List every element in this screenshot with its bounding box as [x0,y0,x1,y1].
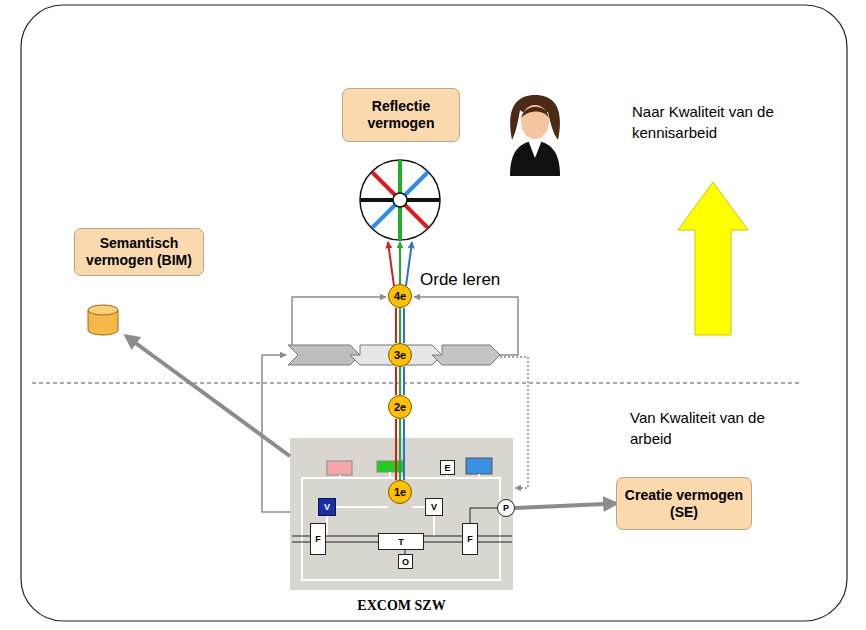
box-caption: EXCOM SZW [270,598,533,614]
excom-wiring-part [470,508,497,509]
feedback-lines-part [414,297,518,355]
connector [396,419,404,480]
order-circle: 4e [388,284,412,308]
node-label: Creatie vermogen (SE) [617,487,751,521]
excom-wiring-part [470,508,471,523]
node-label: T [398,537,404,547]
element-box: E [440,460,455,475]
element-box: O [398,554,413,569]
excom-wiring-part [478,474,480,478]
connector [126,336,290,456]
capability-box: Semantisch vermogen (BIM) [74,228,204,336]
node-label: 4e [394,290,406,302]
node-label: Semantisch vermogen (BIM) [75,235,203,269]
connector-line [403,419,405,480]
excom-wiring-part [433,516,435,536]
connector-line [403,367,405,395]
connector-line [399,419,401,480]
reflection-wheel-part [393,193,407,207]
divider-line [32,383,800,384]
excom-wiring-part [336,506,388,508]
connector-line [395,308,397,343]
node-label: 2e [394,401,406,413]
wheel-arrows [388,242,412,286]
cylinder-top [88,305,118,315]
excom-wiring-part [302,478,500,580]
connector [515,504,616,509]
quality-arrow [678,182,748,335]
excom-panel [290,438,513,590]
connector-line [395,367,397,395]
annotation-label: Orde leren [420,270,530,290]
annotation-label: Van Kwaliteit van de arbeid [630,407,790,449]
process-chevrons-part [288,345,360,365]
element-box: T [378,533,424,550]
element-box: F [310,523,326,555]
connector [396,308,404,343]
capability-box: Creatie vermogen (SE) [616,477,752,530]
outer-frame [21,5,847,621]
excom-wiring [292,458,512,580]
excom-wiring-part [446,475,448,478]
excom-wiring-part [339,475,341,478]
node-label: F [467,534,473,544]
wheel-arrows-part [399,242,401,285]
excom-box: EXCOM SZWE1eVVFTFPO [290,438,513,590]
node-label: V [431,502,437,512]
wheel-arrows-part [406,242,412,286]
excom-wiring-part [326,516,328,536]
excom-wiring-part [412,506,425,508]
feedback-lines-part [292,297,386,345]
node-label: 3e [394,349,406,361]
element-box: F [462,523,478,555]
connector [396,367,404,395]
excom-wiring-part [327,461,352,475]
connector-line [403,308,405,343]
connector-line [126,336,290,456]
person-icon-part [510,95,560,140]
node-label: Reflectie vermogen [343,98,459,132]
port-circle: P [497,499,515,517]
person-icon-part [521,107,549,118]
annotation-label: Naar Kwaliteit van de kennisarbeid [632,101,807,143]
excom-wiring-part [466,458,492,474]
person-icon-part [510,140,560,176]
element-box: V [318,498,336,516]
excom-wiring-part [389,472,391,478]
capability-box: Reflectie vermogen [342,88,460,142]
element-box: V [425,498,443,516]
person-icon-part [528,140,542,158]
order-circle: 1e [388,480,412,504]
connector-line [399,367,401,395]
database-cylinder [87,304,119,337]
node-label: V [324,502,330,512]
node-label: E [444,463,450,473]
node-label: P [503,503,509,513]
reflection-wheel-part [360,160,440,240]
person-icon [510,95,560,176]
connector-line [515,504,616,509]
feedback-lines-part [262,355,290,512]
node-label: F [315,534,321,544]
person-icon-part [521,105,549,139]
capability-box-face: Semantisch vermogen (BIM) [74,228,204,276]
order-circle: 3e [388,343,412,367]
reflection-wheel [360,160,440,240]
wheel-arrows-part [388,242,394,286]
order-circle: 2e [388,395,412,419]
process-chevrons-part [432,345,500,365]
reflection-wheel-part [372,172,428,228]
connector-line [395,419,397,480]
node-label: O [402,557,409,567]
connector-line [399,308,401,343]
node-label: 1e [394,486,406,498]
